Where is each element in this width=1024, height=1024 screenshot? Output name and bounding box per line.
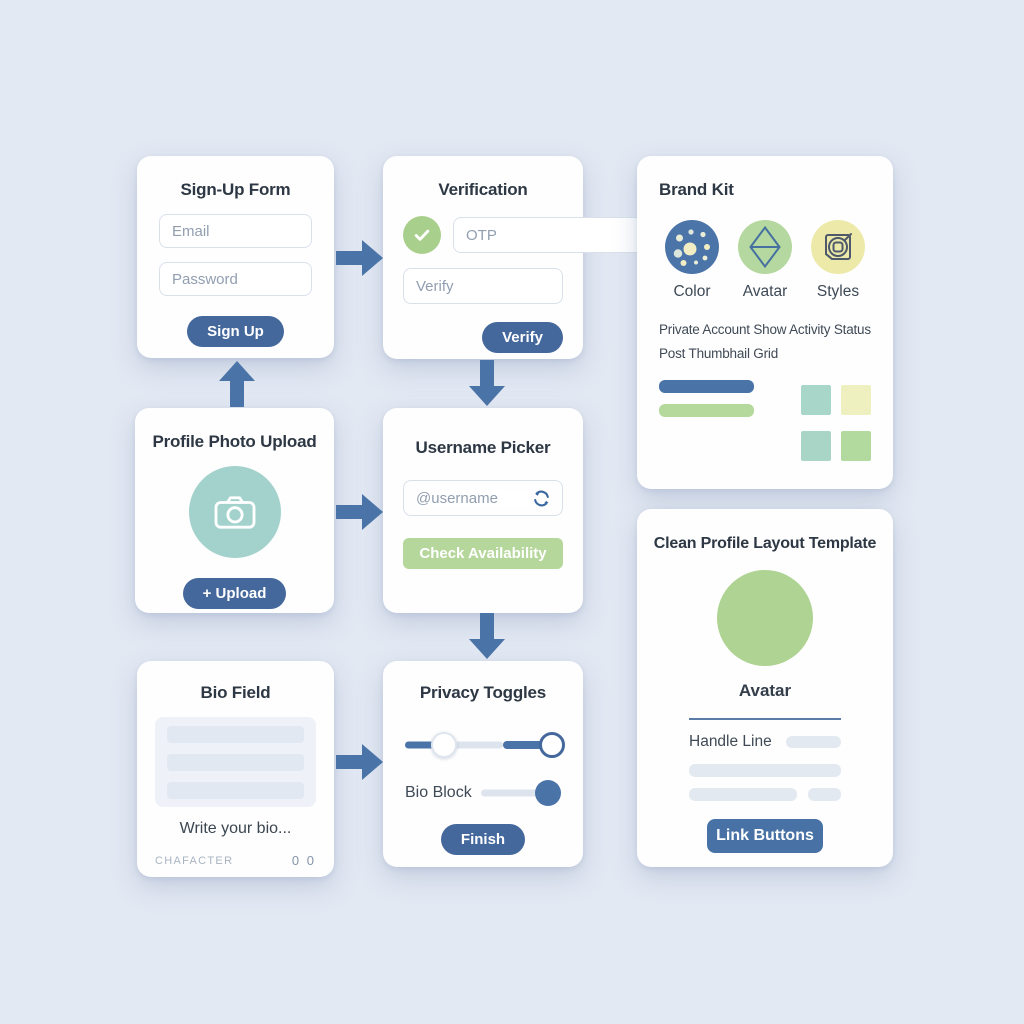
arrow-down-username-to-privacy	[467, 613, 507, 660]
profile-photo-upload-card: Profile Photo Upload + Upload	[135, 408, 334, 613]
slider-knob[interactable]	[539, 732, 565, 758]
styles-label: Styles	[816, 283, 860, 300]
meta-placeholder-bar	[808, 788, 841, 801]
slider-fill	[405, 741, 449, 749]
divider	[689, 718, 841, 720]
brand-kit-item-styles[interactable]: Styles	[807, 220, 869, 301]
brand-kit-icon-row: Color Avatar	[661, 220, 869, 301]
handle-line-row: Handle Line	[689, 733, 841, 751]
thumbnail-swatch	[801, 431, 831, 462]
verify-button[interactable]: Verify	[482, 322, 563, 353]
private-account-slider[interactable]	[405, 731, 504, 759]
slider-track	[481, 789, 561, 797]
bio-text-line-bar	[167, 726, 304, 743]
settings-line-private-account: Private Account Show Activity Status	[659, 322, 871, 337]
brand-kit-title: Brand Kit	[659, 180, 734, 199]
avatar-diamond-icon	[738, 220, 792, 274]
avatar-label: Avatar	[742, 283, 788, 300]
brand-kit-settings-text: Private Account Show Activity Status Pos…	[659, 318, 893, 365]
signup-card-title: Sign-Up Form	[180, 180, 291, 199]
handle-line-label: Handle Line	[689, 733, 772, 750]
username-input-wrap	[403, 480, 563, 516]
color-bars	[659, 380, 754, 461]
check-availability-button[interactable]: Check Availability	[403, 538, 563, 569]
photo-upload-title: Profile Photo Upload	[152, 432, 317, 451]
character-counter-value: 0 0	[291, 853, 316, 868]
profile-layout-template-card: Clean Profile Layout Template Avatar Han…	[637, 509, 893, 867]
thumbnail-swatch	[841, 431, 871, 462]
link-buttons-button[interactable]: Link Buttons	[707, 819, 823, 853]
bio-placeholder-text: Write your bio...	[179, 820, 292, 837]
refresh-icon	[534, 490, 549, 506]
check-circle-badge	[403, 216, 441, 254]
avatar-placeholder-circle	[717, 570, 813, 666]
brand-kit-card: Brand Kit Color	[637, 156, 893, 489]
finish-button[interactable]: Finish	[440, 824, 526, 855]
color-label: Color	[673, 283, 711, 300]
activity-status-slider[interactable]	[503, 731, 565, 759]
username-picker-title: Username Picker	[415, 438, 551, 457]
post-thumbnail-grid	[801, 385, 871, 462]
slider-track	[503, 741, 561, 749]
camera-icon	[214, 496, 255, 529]
bio-block-slider[interactable]	[481, 779, 561, 807]
verification-card-title: Verification	[438, 180, 528, 199]
handle-placeholder-bar	[786, 736, 841, 748]
arrow-right-signup-to-verification	[336, 238, 384, 278]
slider-knob[interactable]	[431, 732, 457, 758]
meta-placeholder-row	[689, 788, 841, 801]
meta-placeholder-bar	[689, 788, 797, 801]
bio-field-title: Bio Field	[200, 683, 271, 702]
thumbnail-swatch	[841, 385, 871, 416]
verify-code-field[interactable]	[403, 268, 563, 304]
upload-button[interactable]: + Upload	[182, 578, 287, 609]
signup-form-card: Sign-Up Form Sign Up	[137, 156, 334, 358]
username-picker-card: Username Picker Check Availability	[383, 408, 583, 613]
privacy-toggles-title: Privacy Toggles	[419, 683, 547, 702]
bio-field-card: Bio Field Write your bio... CHAFACTER 0 …	[137, 661, 334, 877]
arrow-up-photo-to-signup	[217, 360, 257, 407]
bio-text-line-bar	[167, 782, 304, 799]
bio-footer: CHAFACTER 0 0	[155, 853, 316, 868]
privacy-slider-row	[405, 731, 565, 759]
avatar-caption: Avatar	[738, 681, 792, 700]
privacy-toggles-card: Privacy Toggles Bio Block Finish	[383, 661, 583, 867]
arrow-right-photo-to-username	[336, 492, 384, 532]
bio-textarea[interactable]	[155, 717, 316, 807]
arrow-right-bio-to-privacy	[336, 742, 384, 782]
email-field[interactable]	[159, 214, 312, 248]
character-counter-label: CHAFACTER	[155, 854, 234, 867]
styles-glyph-icon	[811, 220, 865, 274]
bio-block-label: Bio Block	[405, 784, 472, 801]
brand-kit-item-color[interactable]: Color	[661, 220, 723, 301]
settings-line-post-grid: Post Thumbhail Grid	[659, 345, 779, 361]
bio-placeholder-bar	[689, 764, 841, 777]
refresh-username-button[interactable]	[531, 488, 552, 509]
arrow-down-verification-to-username	[467, 360, 507, 407]
brand-kit-item-avatar[interactable]: Avatar	[734, 220, 796, 301]
bio-block-row: Bio Block	[405, 779, 561, 807]
green-color-bar	[659, 404, 754, 418]
username-field[interactable]	[416, 489, 531, 507]
brand-kit-swatches	[659, 380, 871, 462]
check-icon	[414, 229, 430, 241]
otp-row	[403, 216, 678, 254]
bio-text-line-bar	[167, 754, 304, 771]
blue-color-bar	[659, 380, 754, 394]
password-field[interactable]	[159, 262, 312, 296]
sign-up-button[interactable]: Sign Up	[187, 316, 284, 347]
verification-card: Verification Verify	[383, 156, 678, 359]
color-palette-icon	[665, 220, 719, 274]
photo-dropzone[interactable]	[188, 466, 281, 558]
thumbnail-swatch	[801, 385, 831, 416]
profile-template-title: Clean Profile Layout Template	[653, 535, 877, 552]
slider-knob[interactable]	[535, 780, 561, 806]
